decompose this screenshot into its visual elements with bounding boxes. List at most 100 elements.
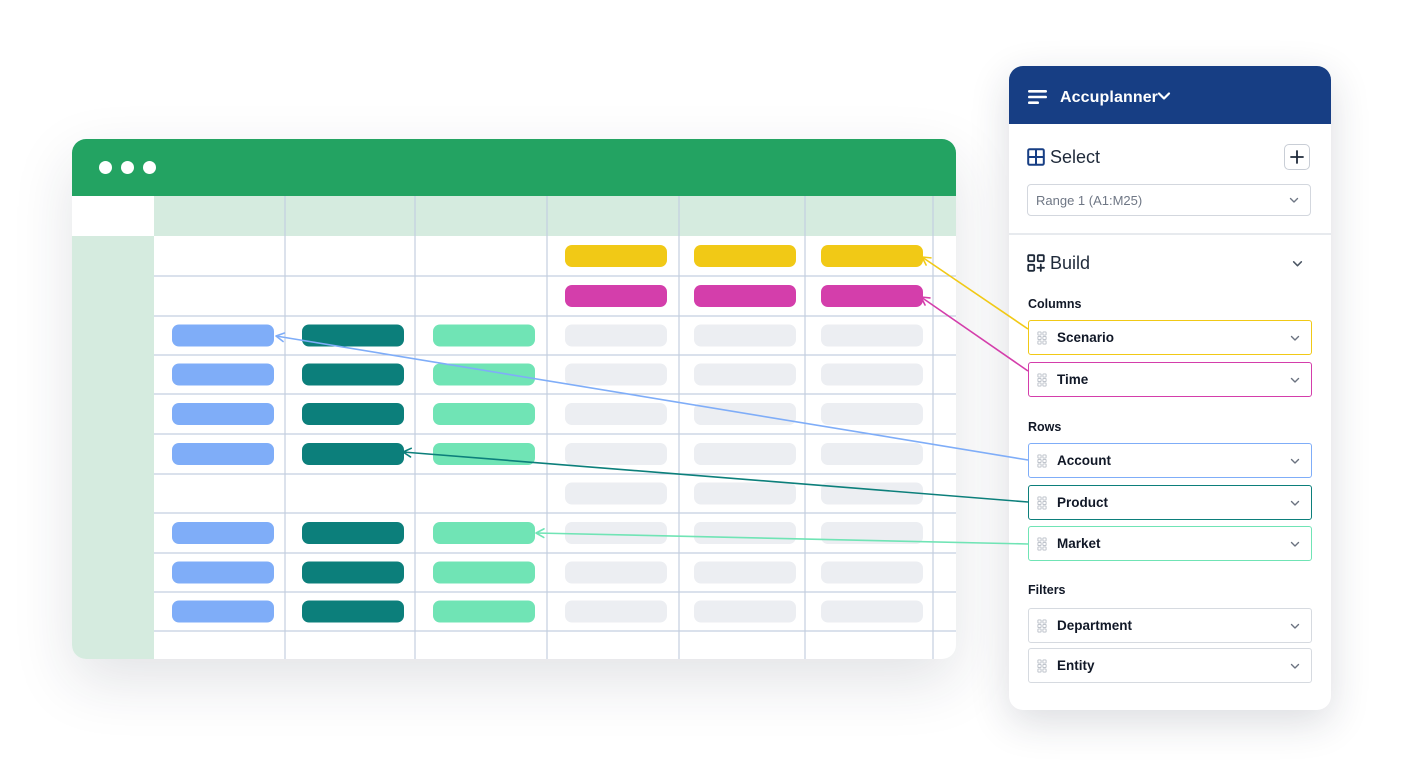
value-cell-pill[interactable] <box>821 600 923 623</box>
chevron-down-icon[interactable] <box>1290 335 1300 342</box>
chevron-down-icon[interactable] <box>1157 91 1171 101</box>
value-cell-pill[interactable] <box>694 561 796 584</box>
value-cell-pill[interactable] <box>694 522 796 544</box>
value-cell-pill[interactable] <box>821 363 923 386</box>
drag-handle-icon[interactable] <box>1037 331 1047 345</box>
account-cell-pill[interactable] <box>172 324 274 347</box>
range-select[interactable]: Range 1 (A1:M25) <box>1027 184 1311 216</box>
product-cell-pill[interactable] <box>302 403 404 425</box>
field-label: Department <box>1057 618 1133 633</box>
rows-group-label: Rows <box>1028 420 1062 434</box>
chevron-down-icon[interactable] <box>1292 260 1303 268</box>
market-cell-pill[interactable] <box>433 443 535 465</box>
value-cell-pill[interactable] <box>821 443 923 465</box>
chevron-down-icon[interactable] <box>1290 458 1300 465</box>
pivot-builder-panel: Accuplanner Select Range 1 (A1:M25) Buil… <box>1009 66 1331 710</box>
value-cell-pill[interactable] <box>821 324 923 347</box>
window-titlebar <box>72 139 956 196</box>
field-entity[interactable]: Entity <box>1028 648 1312 683</box>
time-header-pill[interactable] <box>565 285 667 307</box>
market-cell-pill[interactable] <box>433 561 535 584</box>
market-cell-pill[interactable] <box>433 324 535 347</box>
drag-handle-icon[interactable] <box>1037 659 1047 673</box>
spreadsheet-window <box>72 139 956 659</box>
chevron-down-icon[interactable] <box>1290 377 1300 384</box>
drag-handle-icon[interactable] <box>1037 619 1047 633</box>
time-header-pill[interactable] <box>694 285 796 307</box>
chevron-down-icon <box>1289 197 1299 203</box>
market-cell-pill[interactable] <box>433 363 535 386</box>
value-cell-pill[interactable] <box>565 363 667 386</box>
value-cell-pill[interactable] <box>821 482 923 505</box>
drag-handle-icon[interactable] <box>1037 373 1047 387</box>
market-cell-pill[interactable] <box>433 522 535 544</box>
chevron-down-icon[interactable] <box>1290 541 1300 548</box>
chevron-down-icon[interactable] <box>1290 623 1300 630</box>
value-cell-pill[interactable] <box>565 324 667 347</box>
product-cell-pill[interactable] <box>302 363 404 386</box>
widget-add-icon <box>1027 254 1045 272</box>
scenario-header-pill[interactable] <box>821 245 923 267</box>
field-account[interactable]: Account <box>1028 443 1312 478</box>
time-header-pill[interactable] <box>821 285 923 307</box>
account-cell-pill[interactable] <box>172 443 274 465</box>
value-cell-pill[interactable] <box>565 600 667 623</box>
value-cell-pill[interactable] <box>821 522 923 544</box>
panel-header: Accuplanner <box>1009 66 1331 124</box>
scenario-header-pill[interactable] <box>565 245 667 267</box>
field-department[interactable]: Department <box>1028 608 1312 643</box>
field-scenario[interactable]: Scenario <box>1028 320 1312 355</box>
app-title[interactable]: Accuplanner <box>1060 89 1159 106</box>
field-label: Scenario <box>1057 330 1115 345</box>
window-dot-icon[interactable] <box>143 161 156 174</box>
value-cell-pill[interactable] <box>821 561 923 584</box>
field-market[interactable]: Market <box>1028 526 1312 561</box>
value-cell-pill[interactable] <box>565 561 667 584</box>
row-header-column[interactable] <box>72 236 154 659</box>
field-label: Entity <box>1057 658 1095 673</box>
column-header-row[interactable] <box>72 196 956 236</box>
product-cell-pill[interactable] <box>302 561 404 584</box>
account-cell-pill[interactable] <box>172 403 274 425</box>
spreadsheet-grid[interactable] <box>72 196 956 659</box>
drag-handle-icon[interactable] <box>1037 496 1047 510</box>
window-dot-icon[interactable] <box>121 161 134 174</box>
value-cell-pill[interactable] <box>565 443 667 465</box>
drag-handle-icon[interactable] <box>1037 537 1047 551</box>
value-cell-pill[interactable] <box>565 403 667 425</box>
value-cell-pill[interactable] <box>694 482 796 505</box>
value-cell-pill[interactable] <box>694 403 796 425</box>
chevron-down-icon[interactable] <box>1290 663 1300 670</box>
drag-handle-icon[interactable] <box>1037 454 1047 468</box>
value-cell-pill[interactable] <box>565 522 667 544</box>
window-dot-icon[interactable] <box>99 161 112 174</box>
build-section-title: Build <box>1050 253 1091 273</box>
add-range-button[interactable] <box>1284 144 1310 170</box>
market-cell-pill[interactable] <box>433 600 535 623</box>
value-cell-pill[interactable] <box>694 600 796 623</box>
select-section-title: Select <box>1050 147 1101 167</box>
product-cell-pill[interactable] <box>302 324 404 347</box>
value-cell-pill[interactable] <box>694 443 796 465</box>
scenario-header-pill[interactable] <box>694 245 796 267</box>
value-cell-pill[interactable] <box>694 324 796 347</box>
field-product[interactable]: Product <box>1028 485 1312 520</box>
field-label: Product <box>1057 495 1109 510</box>
value-cell-pill[interactable] <box>821 403 923 425</box>
value-cell-pill[interactable] <box>565 482 667 505</box>
corner-cell[interactable] <box>72 196 154 236</box>
account-cell-pill[interactable] <box>172 561 274 584</box>
hamburger-menu-icon[interactable] <box>1028 90 1047 104</box>
account-cell-pill[interactable] <box>172 363 274 386</box>
account-cell-pill[interactable] <box>172 600 274 623</box>
product-cell-pill[interactable] <box>302 443 404 465</box>
field-label: Account <box>1057 453 1111 468</box>
market-cell-pill[interactable] <box>433 403 535 425</box>
product-cell-pill[interactable] <box>302 522 404 544</box>
field-time[interactable]: Time <box>1028 362 1312 397</box>
account-cell-pill[interactable] <box>172 522 274 544</box>
product-cell-pill[interactable] <box>302 600 404 623</box>
chevron-down-icon[interactable] <box>1290 500 1300 507</box>
value-cell-pill[interactable] <box>694 363 796 386</box>
filters-group-label: Filters <box>1028 583 1066 597</box>
